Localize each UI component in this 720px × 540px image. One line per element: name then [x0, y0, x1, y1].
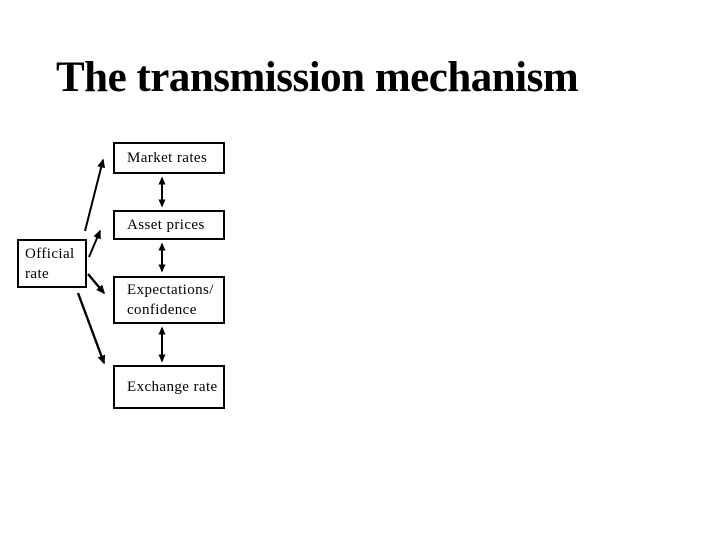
- market-rates-label: Market rates: [127, 150, 208, 166]
- official-rate-label-line1: Official: [25, 245, 75, 262]
- arrow-official-to-asset-prices: [88, 229, 101, 258]
- asset-prices-box: Asset prices: [113, 210, 225, 240]
- arrow-official-to-market-rates: [84, 158, 106, 232]
- market-rates-box: Market rates: [113, 142, 225, 174]
- exchange-rate-box: Exchange rate: [113, 365, 225, 409]
- exchange-rate-label: Exchange rate: [127, 379, 218, 395]
- expectations-confidence-box: Expectations/ confidence: [113, 276, 225, 324]
- slide-title: The transmission mechanism: [56, 54, 579, 101]
- official-rate-box: Official rate: [17, 239, 87, 288]
- expectations-label-line1: Expectations/: [127, 282, 214, 298]
- asset-prices-label: Asset prices: [127, 217, 205, 233]
- arrow-official-to-expectations: [87, 273, 105, 295]
- arrow-official-to-exchange-rate: [76, 292, 106, 365]
- official-rate-label-line2: rate: [25, 265, 50, 282]
- expectations-label-line2: confidence: [127, 302, 197, 318]
